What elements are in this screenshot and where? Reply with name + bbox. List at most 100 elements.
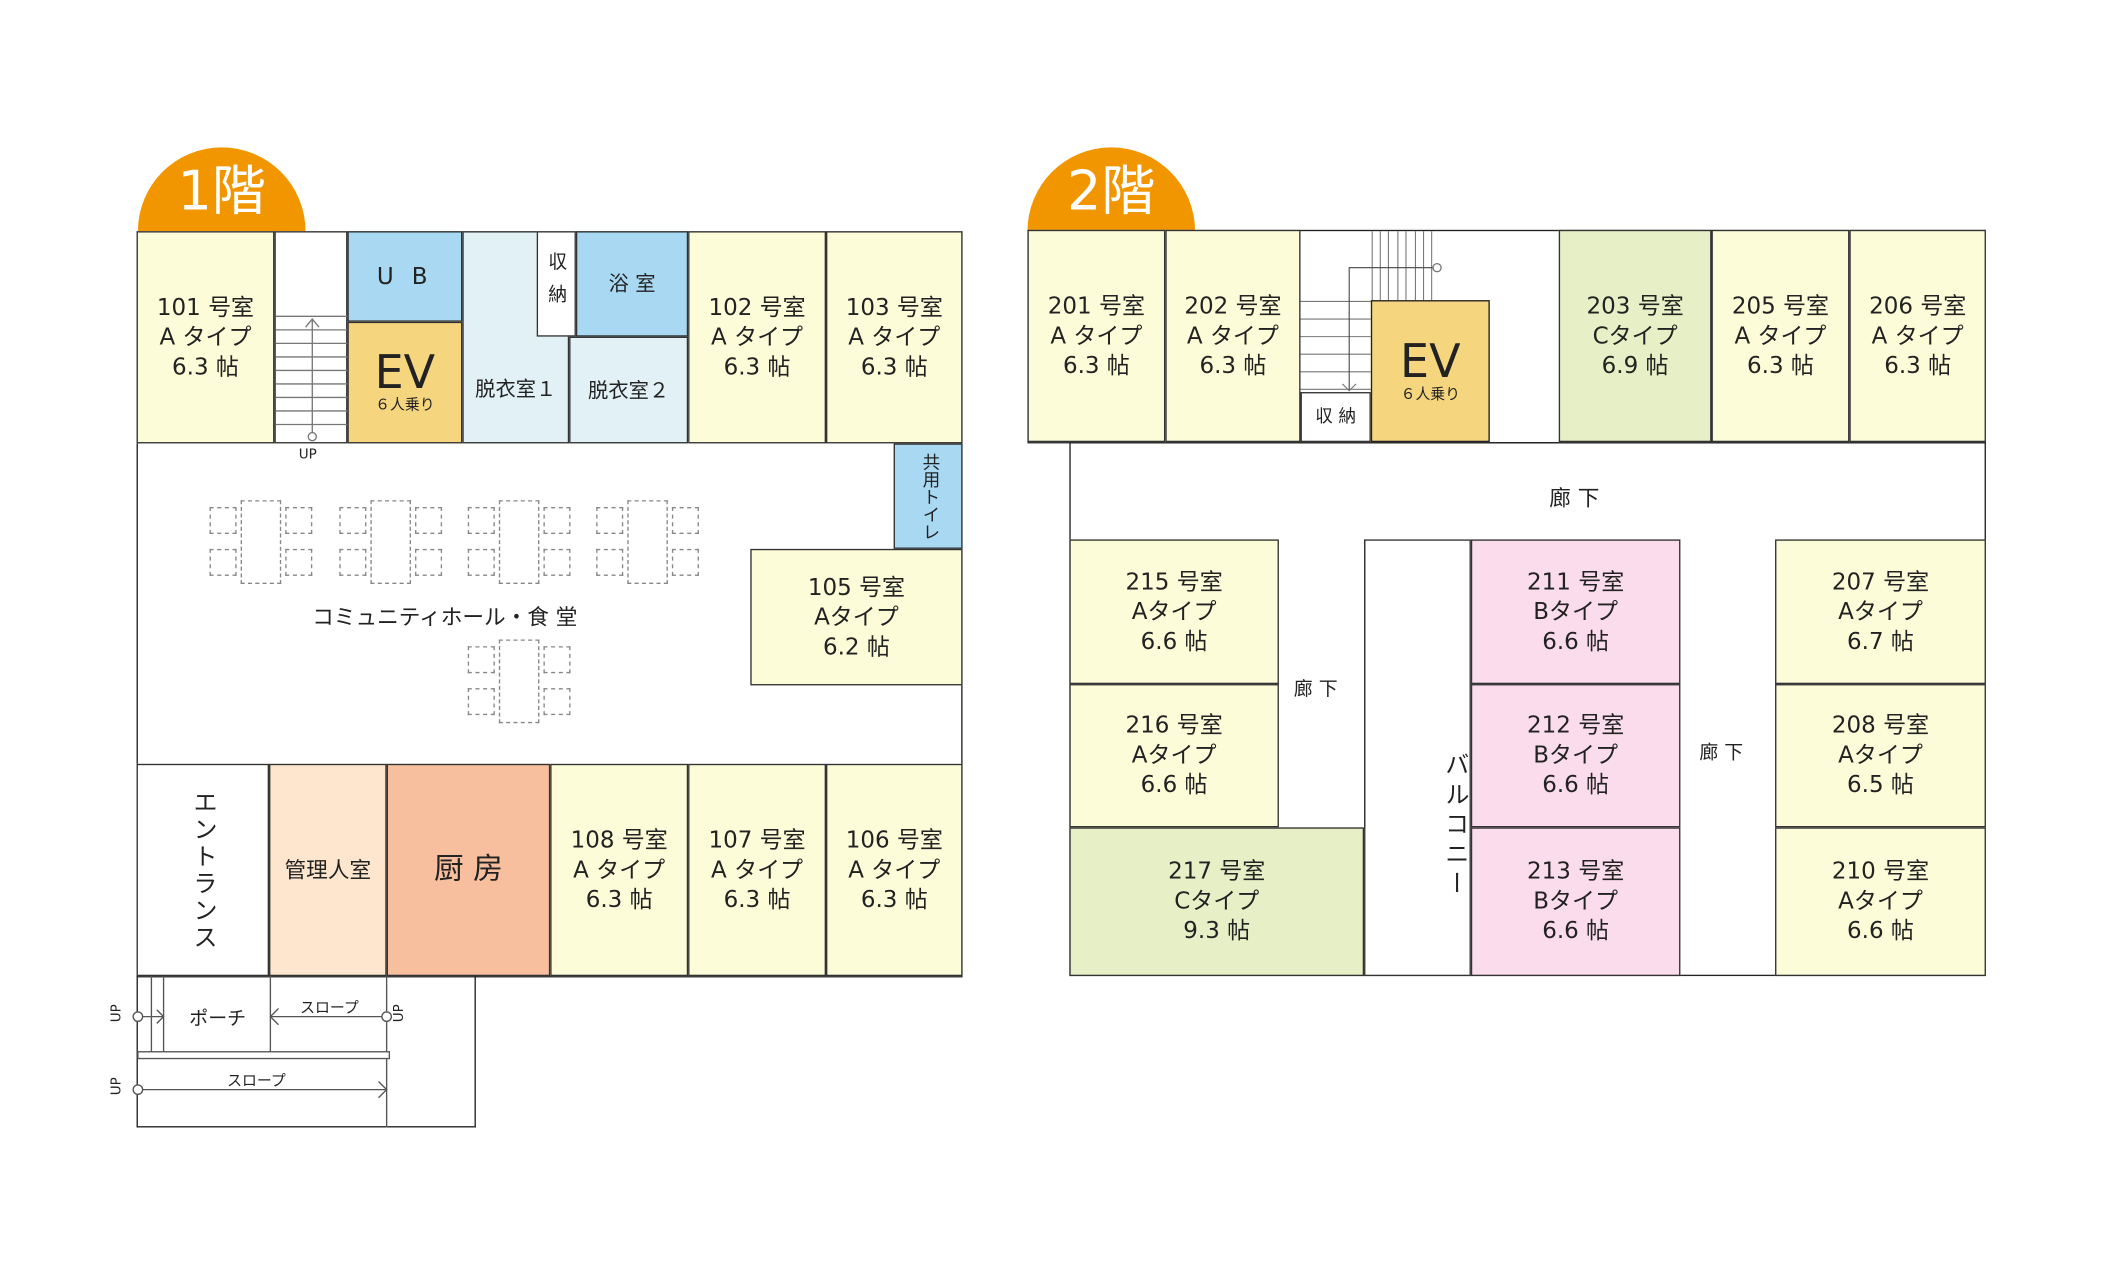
manager-room: 管理人室 <box>269 763 387 977</box>
room-size: 9.3 帖 <box>1183 917 1251 945</box>
chair <box>415 506 443 535</box>
room-type: Bタイプ <box>1533 888 1618 916</box>
table <box>370 500 411 585</box>
chair <box>339 506 367 535</box>
chair <box>285 548 313 576</box>
room-type: Aタイプ <box>1838 888 1923 916</box>
room-type: Aタイプ <box>814 603 899 631</box>
room-type: A タイプ <box>848 856 941 884</box>
table <box>240 500 282 585</box>
chair <box>467 548 495 576</box>
room-type: Bタイプ <box>1533 598 1618 626</box>
room-type: Aタイプ <box>1838 742 1923 770</box>
floor1-badge: 1階 <box>137 147 306 232</box>
room-type: Cタイプ <box>1592 322 1678 350</box>
room-type: A タイプ <box>848 323 941 351</box>
table <box>498 500 540 585</box>
chair <box>209 506 237 535</box>
chair <box>671 506 699 535</box>
porch-label: ポーチ <box>189 1008 247 1031</box>
room-size: 6.3 帖 <box>585 886 653 914</box>
room-size: 6.9 帖 <box>1601 352 1669 380</box>
up-label-2: UP <box>392 1004 408 1023</box>
chair <box>339 548 367 576</box>
ev-capacity: ６人乗り <box>375 396 435 414</box>
room-size: 6.3 帖 <box>1062 352 1130 380</box>
room-num: 216 号室 <box>1125 712 1223 740</box>
room-type: A タイプ <box>159 323 252 351</box>
corridor-label-left: 廊 下 <box>1293 678 1338 701</box>
entrance: エントランス <box>136 763 270 977</box>
room-type: A タイプ <box>573 856 666 884</box>
room-num: 105 号室 <box>807 573 905 601</box>
chair <box>543 688 571 716</box>
room-size: 6.3 帖 <box>860 886 928 914</box>
room-type: A タイプ <box>1050 322 1143 350</box>
room-num: 102 号室 <box>708 294 806 322</box>
chair <box>596 506 624 535</box>
ev-label: EV <box>1400 334 1461 389</box>
room-size: 6.6 帖 <box>1542 771 1610 799</box>
balcony: バルコニー <box>1364 539 1471 977</box>
chair <box>543 646 571 674</box>
room-num: 206 号室 <box>1869 292 1967 320</box>
room-num: 211 号室 <box>1527 568 1625 596</box>
corridor-label-right: 廊 下 <box>1699 742 1744 764</box>
slope-label-1: スロープ <box>300 999 359 1017</box>
room-type: A タイプ <box>1871 322 1964 350</box>
room-type: Aタイプ <box>1131 598 1217 626</box>
room-num: 208 号室 <box>1831 712 1930 740</box>
ev-label: EV <box>374 346 436 401</box>
room-type: Aタイプ <box>1838 598 1923 626</box>
shared-toilet: 共用トイレ <box>893 443 963 549</box>
room-size: 6.3 帖 <box>723 353 791 381</box>
room-size: 6.3 帖 <box>723 886 791 914</box>
room-num: 106 号室 <box>845 826 943 854</box>
room-size: 6.3 帖 <box>1884 352 1952 380</box>
ev-capacity: ６人乗り <box>1400 384 1461 403</box>
room-size: 6.3 帖 <box>860 353 928 381</box>
chair <box>415 548 443 576</box>
room-num: 205 号室 <box>1731 292 1830 320</box>
chair <box>209 548 237 576</box>
room-num: 108 号室 <box>570 826 668 854</box>
chair <box>543 548 571 576</box>
room-num: 201 号室 <box>1047 292 1145 320</box>
chair <box>467 506 495 535</box>
up-label-3: UP <box>109 1077 125 1096</box>
stairs-icon <box>275 315 349 442</box>
room-num: 203 号室 <box>1586 292 1684 320</box>
up-label-1: UP <box>109 1004 125 1023</box>
room-num: 213 号室 <box>1527 858 1625 886</box>
room-size: 6.5 帖 <box>1847 771 1914 799</box>
chair <box>596 548 624 576</box>
storage-1f: 収納 <box>536 231 576 337</box>
table <box>627 500 668 585</box>
chair <box>285 506 313 535</box>
room-num: 217 号室 <box>1168 858 1266 886</box>
chair <box>543 506 571 535</box>
room-size: 6.6 帖 <box>1140 627 1208 655</box>
room-num: 107 号室 <box>708 826 806 854</box>
table <box>498 639 540 724</box>
porch-lines <box>132 976 393 1128</box>
floor2-badge: 2階 <box>1027 147 1196 232</box>
room-size: 6.6 帖 <box>1542 627 1610 655</box>
storage-2f: 収 納 <box>1300 392 1371 443</box>
